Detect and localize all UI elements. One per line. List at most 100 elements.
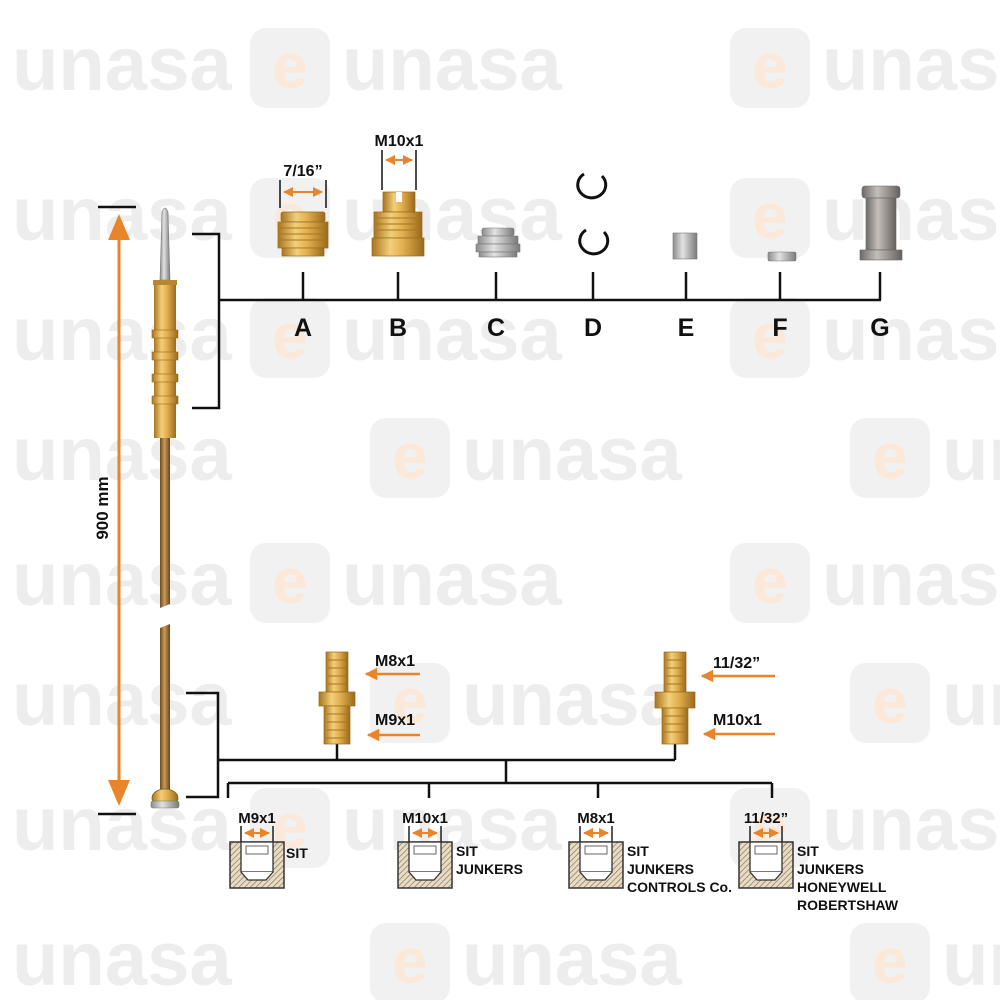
adapter-part-c [475, 227, 521, 258]
top-bracket [192, 232, 221, 410]
adapter-letter: G [870, 314, 889, 342]
coupler-label-top: 11/32” [713, 655, 760, 672]
svg-text:unasa: unasa [12, 412, 232, 497]
svg-text:e: e [272, 545, 308, 617]
svg-text:unasa: unasa [462, 412, 682, 497]
adapter-letter: A [294, 314, 312, 342]
adapter-part-d [576, 172, 610, 256]
probe-ring [151, 373, 179, 383]
svg-text:e: e [752, 30, 788, 102]
watermark-layer: eunasaeunasaeunasaeunasaeunasaeunasaeuna… [12, 22, 1000, 1000]
connector-brand: SIT [286, 845, 308, 861]
probe-tip [159, 207, 171, 281]
connector-size-label: M10x1 [402, 810, 448, 827]
connector-socket [397, 826, 453, 889]
probe-tube-lower [160, 622, 170, 792]
svg-text:unasa: unasa [462, 657, 682, 742]
adapter-part-b [371, 191, 425, 257]
length-label: 900 mm [93, 476, 112, 539]
svg-text:unasa: unasa [462, 917, 682, 1000]
adapter-part-e [672, 232, 698, 260]
thermocouple-probe [150, 207, 180, 809]
adapter-letter: E [678, 314, 695, 342]
connector-brand: HONEYWELL [797, 879, 887, 895]
dimension-arrowhead-top [108, 214, 130, 240]
connector-brand: JUNKERS [456, 861, 523, 877]
adapter-size-label: 7/16” [283, 163, 322, 180]
coupler-arrows [364, 667, 775, 742]
adapter-letter: F [772, 314, 787, 342]
svg-text:unasa: unasa [12, 657, 232, 742]
coupler-m8-m9 [318, 651, 356, 745]
dimension-arrowhead-bottom [108, 780, 130, 806]
size-dimension-a [279, 180, 327, 208]
svg-text:e: e [392, 420, 428, 492]
connector-brand: SIT [456, 843, 478, 859]
svg-text:unasa: unasa [12, 917, 232, 1000]
svg-text:e: e [752, 300, 788, 372]
adapter-part-a [277, 211, 329, 257]
coupler-label-bottom: M9x1 [375, 712, 415, 729]
adapter-letter: B [389, 314, 407, 342]
svg-text:unasa: unasa [822, 22, 1000, 107]
svg-text:unasa: unasa [822, 292, 1000, 377]
svg-text:e: e [392, 925, 428, 997]
svg-text:unasa: unasa [942, 657, 1000, 742]
probe-nut-base [150, 800, 180, 809]
coupler-label-top: M8x1 [375, 653, 415, 670]
adapter-part-f [767, 251, 797, 262]
top-adapters-connector [192, 232, 882, 410]
svg-text:unasa: unasa [342, 537, 562, 622]
connector-brand: JUNKERS [797, 861, 864, 877]
svg-text:unasa: unasa [12, 172, 232, 257]
probe-ring [151, 329, 179, 339]
connector-brand: JUNKERS [627, 861, 694, 877]
svg-text:e: e [752, 545, 788, 617]
svg-text:e: e [872, 925, 908, 997]
svg-text:unasa: unasa [822, 537, 1000, 622]
bottom-bracket [186, 691, 220, 799]
connector-socket [229, 826, 285, 889]
connector-size-label: M8x1 [577, 810, 615, 827]
svg-text:unasa: unasa [342, 22, 562, 107]
length-dimension: 900 mm [93, 205, 136, 816]
svg-text:e: e [392, 665, 428, 737]
svg-text:unasa: unasa [822, 172, 1000, 257]
adapter-size-label: M10x1 [375, 133, 424, 150]
connector-brand: CONTROLS Co. [627, 879, 732, 895]
coupler-label-bottom: M10x1 [713, 712, 762, 729]
svg-text:e: e [272, 30, 308, 102]
bottom-connectors-tree [186, 691, 774, 799]
svg-text:e: e [272, 300, 308, 372]
svg-text:e: e [872, 420, 908, 492]
probe-ring [151, 351, 179, 361]
svg-text:unasa: unasa [942, 412, 1000, 497]
svg-text:unasa: unasa [342, 292, 562, 377]
connector-size-label: M9x1 [238, 810, 276, 827]
svg-text:unasa: unasa [12, 292, 232, 377]
svg-text:unasa: unasa [12, 537, 232, 622]
connector-socket [738, 826, 794, 889]
connector-size-label: 11/32” [744, 810, 788, 827]
